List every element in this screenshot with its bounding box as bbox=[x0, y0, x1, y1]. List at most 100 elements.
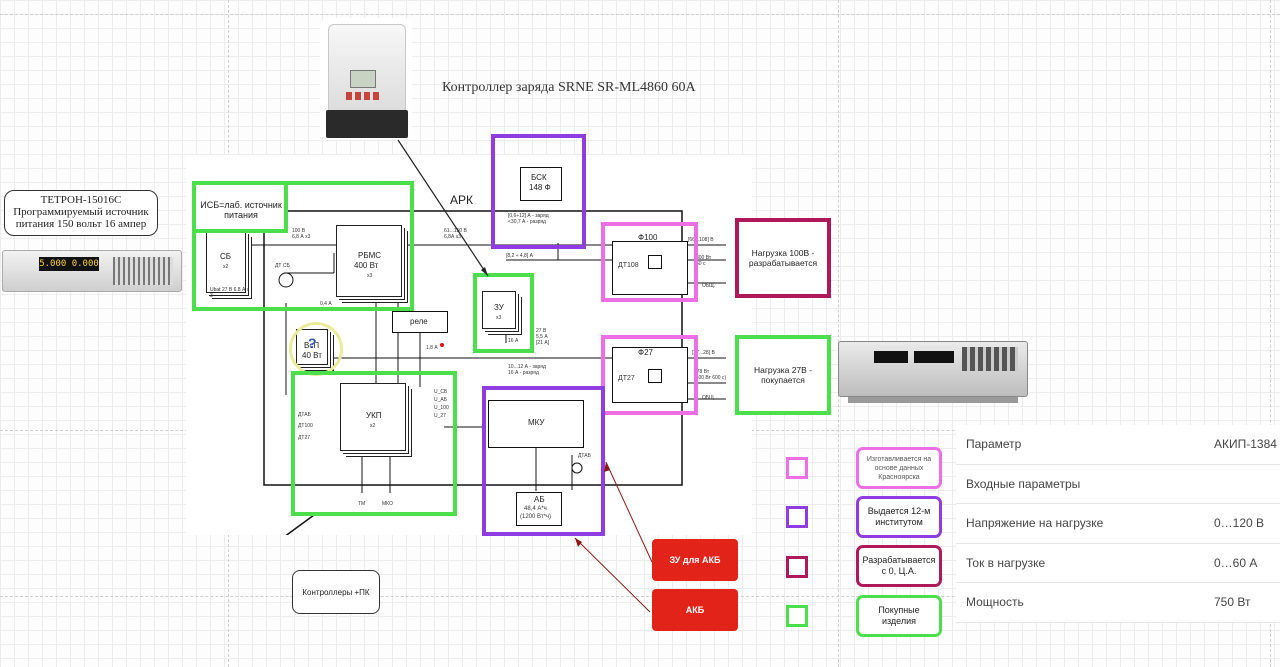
obsch-100: ОБЩ. bbox=[702, 283, 716, 289]
dt100-label: ДТ108 bbox=[618, 262, 639, 269]
sb-count: х2 bbox=[223, 264, 229, 270]
ukp-label: УКП bbox=[366, 411, 382, 420]
rack-display bbox=[914, 351, 954, 363]
tetron-model: ТЕТРОН-15016С bbox=[40, 194, 122, 206]
param-name: Ток в нагрузке bbox=[966, 555, 1046, 570]
ukp-in-usb: U_СБ bbox=[434, 389, 448, 395]
ab-line-label: 10...12 А - заряд 16 А - разряд bbox=[508, 364, 546, 376]
frame-isb[interactable] bbox=[192, 181, 414, 311]
psu-display: 5.000 0.000 bbox=[39, 257, 99, 271]
sb-line-label: 100 В 6,8 А х3 bbox=[292, 228, 311, 240]
frame-bsk[interactable] bbox=[491, 134, 586, 249]
frame-ukp[interactable] bbox=[291, 371, 457, 516]
frame-zu[interactable] bbox=[473, 273, 534, 353]
rbms-block[interactable] bbox=[336, 225, 402, 297]
isb-label: ИСБ=лаб. источник питания bbox=[200, 200, 282, 220]
block-diagram[interactable]: АРК СБ х2 Ubat 27 В 6.8 А х 3 РБМС 400 В… bbox=[186, 155, 752, 535]
ukp-in-dt100: ДТ100 bbox=[298, 423, 313, 429]
controller-caption[interactable]: Контроллер заряда SRNE SR-ML4860 60A bbox=[442, 80, 696, 95]
sb-label: СБ bbox=[220, 252, 232, 261]
guide-line bbox=[0, 596, 1280, 597]
frame-f27[interactable] bbox=[601, 335, 698, 415]
controller-terminals bbox=[326, 110, 408, 138]
relay-block[interactable] bbox=[392, 311, 448, 333]
zu-out-label: 27 В 5,5 А [21 А] bbox=[536, 328, 550, 346]
table-row: Входные параметры bbox=[956, 465, 1280, 505]
v27-range: [27...28] В bbox=[692, 350, 715, 356]
ab-label: АБ bbox=[534, 495, 545, 504]
v100-range: [66...108] В bbox=[688, 237, 714, 243]
ukp-block[interactable] bbox=[340, 383, 406, 451]
load-100v[interactable]: Нагрузка 100В - разрабатывается bbox=[735, 218, 831, 298]
ukp-in-dtab: ДТАБ bbox=[298, 412, 311, 418]
param-value: 750 Вт bbox=[1214, 595, 1251, 610]
obsch-27: ОБЩ. bbox=[702, 395, 716, 401]
mko-label: МКО bbox=[382, 501, 393, 507]
tm-label: ТМ bbox=[358, 501, 366, 507]
relay-label: реле bbox=[410, 317, 428, 326]
ark-label: АРК bbox=[450, 193, 473, 207]
tetron-spec: питания 150 вольт 16 ампер bbox=[15, 218, 147, 230]
rack-display bbox=[874, 351, 908, 363]
frame-mku[interactable] bbox=[482, 386, 605, 536]
bsk-line-label: 61...150 В 6,8А х3 bbox=[444, 228, 467, 240]
legend-item-purple[interactable]: Выдается 12-м институтом bbox=[856, 496, 942, 538]
current-04-label: 0,4 А bbox=[320, 301, 332, 307]
bus-zu-label: [8,2 ÷ 4,8] А bbox=[506, 253, 533, 259]
controllers-pk-box[interactable]: Контроллеры +ПК bbox=[292, 570, 380, 614]
rbms-label: РБМС bbox=[358, 251, 382, 260]
dt-sb-label: ДТ СБ bbox=[275, 263, 290, 269]
legend-item-maroon[interactable]: Разрабатывается с 0, Ц.А. bbox=[856, 545, 942, 587]
tetron-label[interactable]: ТЕТРОН-15016С Программируемый источник п… bbox=[4, 190, 158, 236]
ab-energy: (1200 Вт*ч) bbox=[520, 514, 552, 520]
legend-swatch-green bbox=[786, 605, 808, 627]
bsk-note: [0,6÷12] А - заряд <30,7 А - разряд bbox=[508, 213, 549, 225]
guide-line bbox=[1270, 0, 1271, 667]
ukp-in-u100: U_100 bbox=[434, 405, 449, 411]
zu-label: ЗУ bbox=[494, 303, 504, 312]
table-row: Мощность 750 Вт bbox=[956, 583, 1280, 623]
param-name: Мощность bbox=[966, 595, 1024, 610]
params-header-value: АКИП-1384 bbox=[1214, 437, 1277, 451]
mku-block[interactable] bbox=[488, 400, 584, 448]
ab-block[interactable] bbox=[516, 492, 562, 526]
ab-capacity: 48,4 А*ч bbox=[524, 506, 547, 512]
ukp-in-uab: U_АБ bbox=[434, 397, 448, 403]
ukp-in-dt27: ДТ27 bbox=[298, 435, 311, 441]
param-value: 0…60 А bbox=[1214, 555, 1258, 570]
akb-box[interactable]: АКБ bbox=[652, 589, 738, 631]
params-table: Параметр АКИП-1384 Входные параметры Нап… bbox=[956, 425, 1280, 623]
load-27v[interactable]: Нагрузка 27В - покупается bbox=[735, 335, 831, 415]
electronic-load-image[interactable] bbox=[838, 333, 1028, 409]
controller-buttons bbox=[346, 92, 382, 100]
zu-block[interactable] bbox=[482, 291, 516, 329]
v100-out: 800 Вт 60 с bbox=[696, 255, 712, 267]
relay-current: 1,8 А bbox=[426, 345, 438, 351]
dtab-label: ДТАБ bbox=[578, 453, 591, 459]
guide-line bbox=[0, 14, 1280, 15]
f27-label: Ф27 bbox=[638, 348, 653, 357]
bsk-block[interactable] bbox=[520, 167, 562, 201]
bsk-value: 148 Ф bbox=[529, 183, 551, 192]
charge-controller-image[interactable] bbox=[320, 18, 412, 140]
sb-block[interactable] bbox=[206, 231, 246, 293]
zu-akb-box[interactable]: ЗУ для АКБ bbox=[652, 539, 738, 581]
power-supply-image[interactable]: 5.000 0.000 bbox=[2, 250, 182, 292]
rack-base bbox=[848, 397, 1018, 403]
rack-keypad bbox=[962, 347, 1018, 371]
param-name: Входные параметры bbox=[966, 476, 1081, 491]
capacitor-icon bbox=[648, 255, 662, 269]
rbms-power: 400 Вт bbox=[354, 261, 379, 270]
controller-display bbox=[350, 70, 376, 88]
current-16-label: 16 А bbox=[508, 338, 519, 344]
legend-swatch-pink bbox=[786, 457, 808, 479]
v27-out: 178 Вт (500 Вт 600 с) bbox=[694, 369, 727, 381]
legend-item-pink[interactable]: Изготавливается на основе данных Красноя… bbox=[856, 447, 942, 489]
legend-item-green[interactable]: Покупные изделия bbox=[856, 595, 942, 637]
f27-block[interactable] bbox=[612, 347, 688, 403]
frame-f100[interactable] bbox=[601, 222, 698, 302]
params-header-name: Параметр bbox=[966, 437, 1022, 451]
table-row: Ток в нагрузке 0…60 А bbox=[956, 544, 1280, 584]
isb-box[interactable] bbox=[192, 181, 288, 233]
